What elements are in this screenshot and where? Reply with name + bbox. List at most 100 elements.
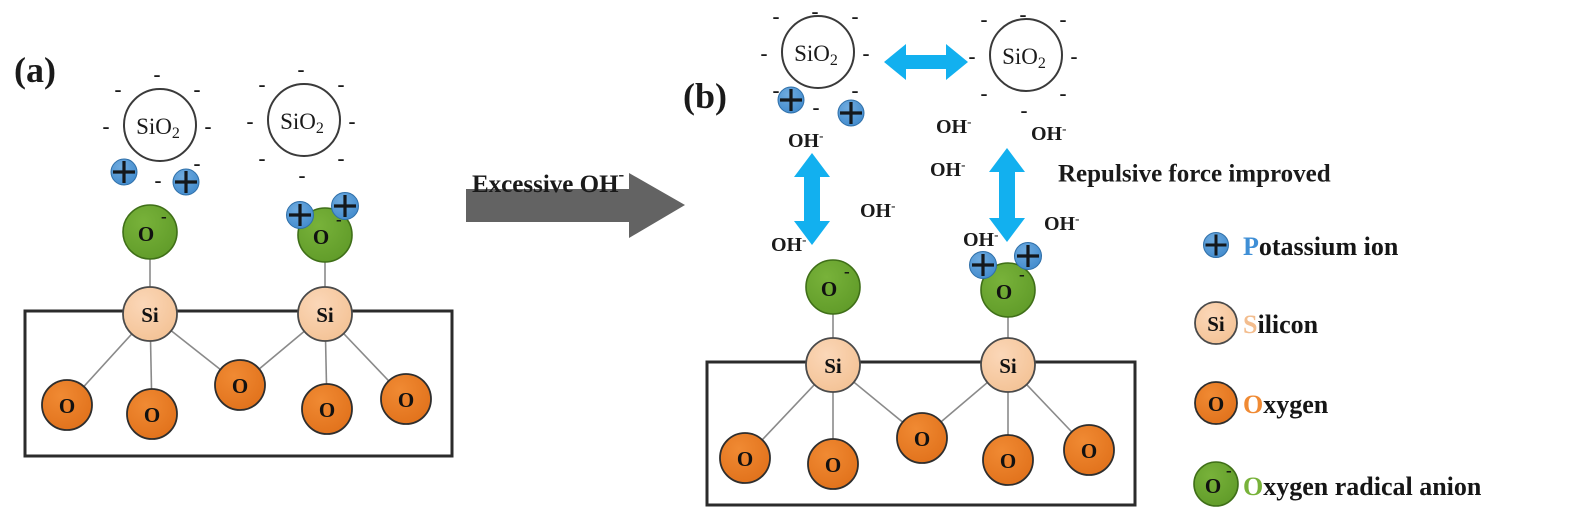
oxygen-radical-anion: O -: [122, 204, 178, 260]
hydroxide-labels: OH- OH- OH- OH- OH- OH- OH- OH-: [771, 114, 1079, 257]
potassium-ion-icon: [1203, 232, 1229, 258]
hydroxide-label: OH-: [1044, 211, 1079, 236]
potassium-ion: [286, 201, 314, 229]
vertical-repulsion-arrow-right: [989, 148, 1025, 242]
svg-text:Si: Si: [1207, 312, 1225, 336]
oxygen-atom: O: [126, 388, 178, 440]
potassium-ion: [110, 158, 138, 186]
legend-item-oxygen: O Oxygen: [1194, 381, 1329, 425]
svg-text:Si: Si: [999, 354, 1017, 378]
svg-text:O: O: [1000, 449, 1016, 473]
oxygen-atom: O: [380, 373, 432, 425]
radical-charge: -: [336, 210, 342, 229]
oxygen-atom: O: [982, 434, 1034, 486]
svg-text:-: -: [259, 146, 266, 170]
svg-text:-: -: [761, 41, 768, 65]
radical-charge: -: [844, 262, 850, 281]
legend-item-silicon: Si Silicon: [1194, 301, 1319, 345]
hydroxide-label: OH-: [1031, 121, 1066, 146]
oxygen-atom-icon: O: [1194, 381, 1238, 425]
silicon-atom-icon: Si: [1194, 301, 1238, 345]
svg-text:-: -: [969, 44, 976, 68]
svg-text:-: -: [863, 41, 870, 65]
svg-text:-: -: [1020, 2, 1027, 26]
hydroxide-label: OH-: [930, 157, 965, 182]
svg-text:O: O: [1081, 439, 1097, 463]
svg-text:O: O: [914, 427, 930, 451]
hydroxide-label: OH-: [788, 128, 823, 153]
svg-text:O: O: [1205, 474, 1221, 498]
svg-text:-: -: [205, 114, 212, 138]
oxygen-atom: O: [301, 383, 353, 435]
svg-text:-: -: [194, 151, 201, 175]
vertical-repulsion-arrow-left: [794, 153, 830, 245]
svg-text:-: -: [194, 77, 201, 101]
transition-arrow-label: Excessive OH-: [472, 165, 625, 198]
svg-text:-: -: [852, 78, 859, 102]
repulsive-force-label: Repulsive force improved: [1058, 161, 1331, 188]
svg-text:O: O: [313, 225, 329, 249]
sio2-formula: SiO2: [794, 41, 838, 69]
sio2-formula: SiO2: [136, 114, 180, 142]
hydroxide-label: OH-: [936, 114, 971, 139]
svg-text:-: -: [813, 95, 820, 119]
silicon-atom: Si: [980, 337, 1036, 393]
svg-text:-: -: [812, 0, 819, 23]
potassium-ion: [777, 86, 805, 114]
oxygen-atom: O: [41, 379, 93, 431]
legend-label-potassium: Potassium ion: [1243, 232, 1399, 261]
sio2-formula: SiO2: [1002, 44, 1046, 72]
svg-text:-: -: [103, 114, 110, 138]
svg-text:Si: Si: [141, 303, 159, 327]
svg-text:O: O: [737, 447, 753, 471]
legend-label-silicon: Silicon: [1243, 310, 1319, 339]
svg-text:-: -: [852, 4, 859, 28]
oxygen-radical-anion-icon: O -: [1193, 461, 1239, 507]
oxygen-radical-anion: O -: [805, 259, 861, 315]
svg-text:-: -: [298, 57, 305, 81]
svg-text:O: O: [821, 277, 837, 301]
sio2-formula: SiO2: [280, 109, 324, 137]
svg-text:-: -: [115, 77, 122, 101]
oxygen-atom: O: [719, 432, 771, 484]
svg-text:O: O: [319, 398, 335, 422]
oxygen-atom: O: [214, 359, 266, 411]
hydroxide-label: OH-: [860, 198, 895, 223]
oxygen-radical-anion: O -: [980, 262, 1036, 318]
sio2-particle-a-right: SiO2 - - - - - - - -: [247, 57, 356, 187]
panel-b-label: (b): [683, 76, 727, 116]
svg-text:-: -: [154, 62, 161, 86]
potassium-ion: [331, 192, 359, 220]
silicon-atom: Si: [805, 337, 861, 393]
sio2-negative-charges: - - - - - - - -: [969, 2, 1078, 122]
hydroxide-label: OH-: [963, 227, 998, 252]
transition-arrow: [466, 173, 685, 238]
sio2-particle-b-right: SiO2 - - - - - - - -: [969, 2, 1078, 122]
sio2-particle-b-left: SiO2 - - - - - - - -: [761, 0, 870, 119]
svg-text:-: -: [349, 109, 356, 133]
svg-text:-: -: [338, 72, 345, 96]
svg-text:O: O: [59, 394, 75, 418]
svg-text:-: -: [773, 78, 780, 102]
oxygen-atom: O: [1063, 424, 1115, 476]
legend: Potassium ion Si Silicon O: [1193, 232, 1482, 507]
svg-text:O: O: [825, 453, 841, 477]
svg-text:-: -: [773, 4, 780, 28]
svg-text:-: -: [981, 7, 988, 31]
svg-text:-: -: [155, 168, 162, 192]
sio2-particle-a-left: SiO2 - - - - - - - -: [103, 62, 212, 192]
oxygen-atom: O: [896, 412, 948, 464]
svg-text:-: -: [247, 109, 254, 133]
potassium-ion: [837, 99, 865, 127]
svg-text:-: -: [299, 163, 306, 187]
svg-text:-: -: [259, 72, 266, 96]
potassium-ion: [172, 168, 200, 196]
svg-text:-: -: [1060, 7, 1067, 31]
svg-text:-: -: [1226, 461, 1232, 480]
svg-text:-: -: [1071, 44, 1078, 68]
radical-charge: -: [161, 207, 167, 226]
svg-text:O: O: [138, 222, 154, 246]
legend-label-oxygen-radical-anion: Oxygen radical anion: [1243, 472, 1482, 501]
horizontal-repulsion-arrow: [884, 44, 968, 80]
oxygen-atom: O: [807, 438, 859, 490]
